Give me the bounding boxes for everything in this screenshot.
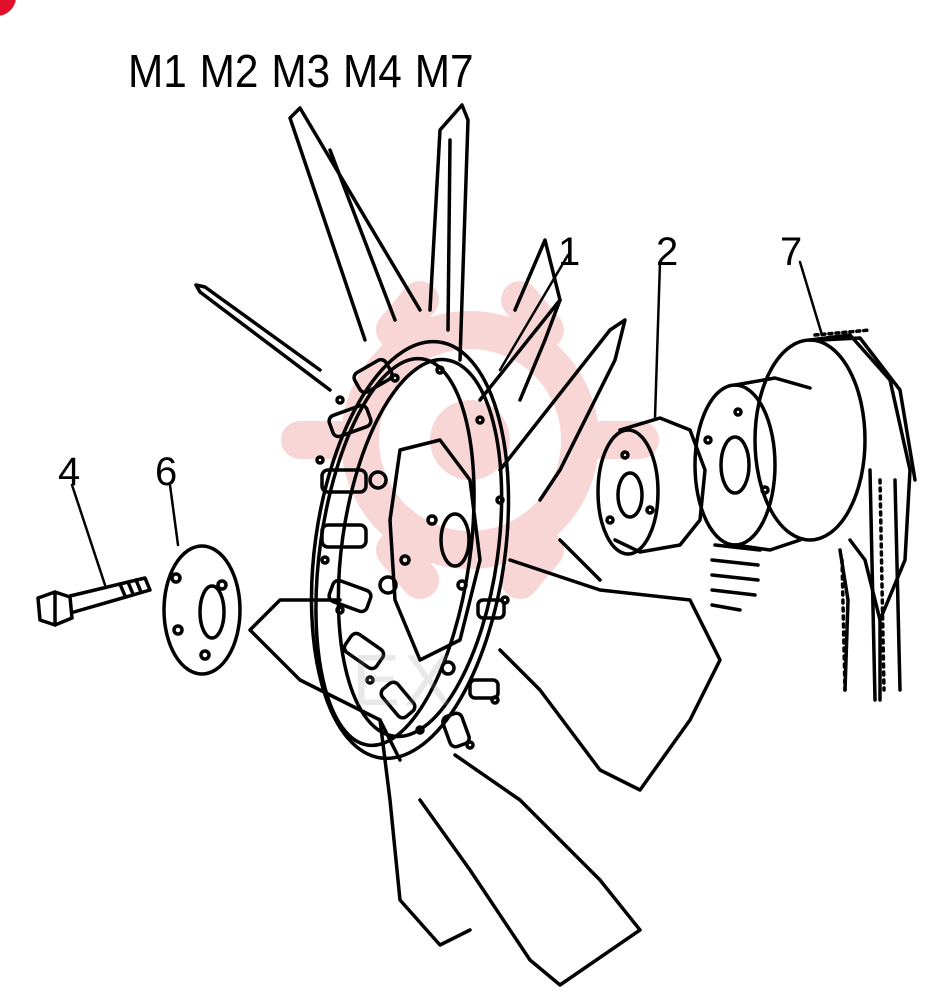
model-m4: M4 <box>343 45 402 97</box>
callout-spacer: 2 <box>656 230 679 274</box>
callout-fan: 1 <box>558 230 581 274</box>
model-m7: M7 <box>414 45 474 97</box>
pulley <box>693 328 917 702</box>
callout-bolt: 4 <box>58 450 81 494</box>
washer <box>162 544 242 676</box>
fan-blades <box>194 103 722 987</box>
bolt <box>36 576 152 627</box>
spacer <box>596 416 707 556</box>
model-m1: M1 <box>128 45 187 97</box>
callout-washer: 6 <box>155 450 178 494</box>
watermark-text: EX <box>352 641 457 721</box>
leader-lines <box>70 253 824 587</box>
model-m2: M2 <box>199 45 259 97</box>
model-m3: M3 <box>271 45 331 97</box>
callout-pulley: 7 <box>780 230 803 274</box>
fan-hub <box>309 339 511 761</box>
